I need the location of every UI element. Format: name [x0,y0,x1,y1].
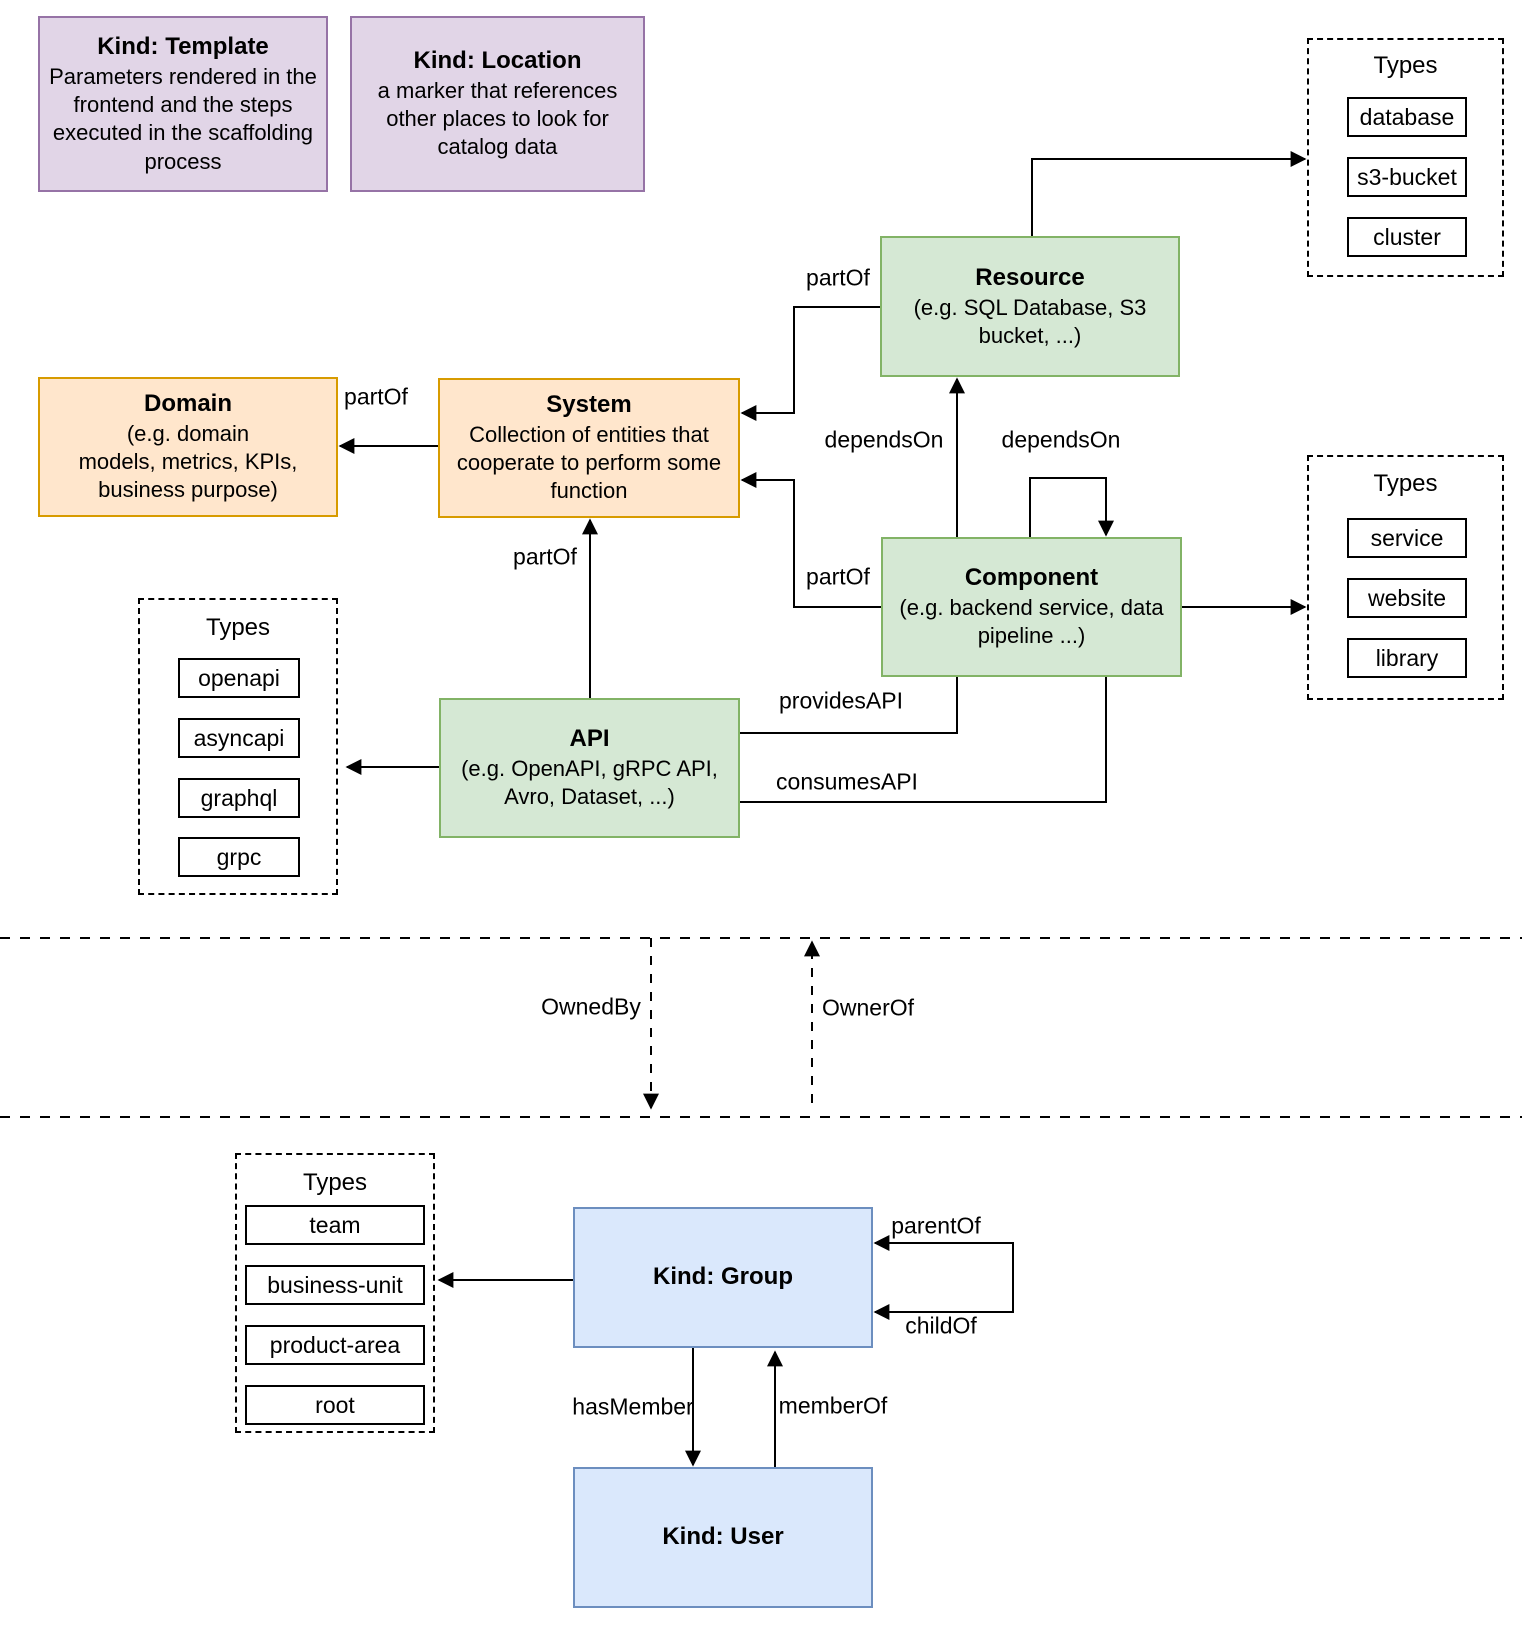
type-item-website: website [1347,578,1467,618]
node-user: Kind: User [573,1467,873,1608]
type-item-cluster: cluster [1347,217,1467,257]
edge-label-memberof: memberOf [778,1392,888,1419]
node-domain-title: Domain [143,390,232,418]
type-item-database: database [1347,97,1467,137]
edge-resource-partof-system [740,306,880,421]
types-panel-resource-title: Types [1373,52,1438,79]
node-system-title: System [546,391,632,419]
type-item-root: root [245,1385,425,1425]
edge-label-component-partof: partOf [806,563,870,590]
edge-label-dependson-resource: dependsOn [824,426,944,453]
node-api: API (e.g. OpenAPI, gRPC API, Avro, Datas… [439,698,740,838]
node-api-title: API [569,725,610,753]
type-item-service: service [1347,518,1467,558]
type-item-grpc: grpc [178,837,300,877]
node-resource: Resource (e.g. SQL Database, S3 bucket, … [880,236,1180,377]
edge-label-system-partof: partOf [344,383,408,410]
node-user-title: Kind: User [662,1523,784,1551]
edge-resource-to-types [1031,151,1307,236]
edge-label-childof: childOf [905,1312,977,1339]
node-system: System Collection of entities that coope… [438,378,740,518]
edge-label-parentof: parentOf [891,1212,981,1239]
type-item-library: library [1347,638,1467,678]
types-panel-api-title: Types [205,614,271,641]
edge-label-dependson-self: dependsOn [1001,426,1121,453]
node-component-desc: (e.g. backend service, data pipeline ...… [899,595,1164,649]
node-template: Kind: Template Parameters rendered in th… [38,16,328,192]
node-system-desc: Collection of entities that cooperate to… [456,422,722,504]
type-item-product-area: product-area [245,1325,425,1365]
edge-group-parentof-childof [873,1235,1014,1320]
node-group-title: Kind: Group [653,1263,793,1291]
node-domain-desc: (e.g. domain models, metrics, KPIs, busi… [78,421,298,503]
edge-label-providesapi: providesAPI [778,687,904,714]
type-item-s3-bucket: s3-bucket [1347,157,1467,197]
type-item-graphql: graphql [178,778,300,818]
node-domain: Domain (e.g. domain models, metrics, KPI… [38,377,338,517]
type-item-openapi: openapi [178,658,300,698]
edge-label-hasmember: hasMember [572,1393,694,1420]
type-item-business-unit: business-unit [245,1265,425,1305]
node-location-title: Kind: Location [413,47,582,75]
edge-label-ownerof: OwnerOf [821,994,915,1021]
edge-label-ownedby: OwnedBy [541,993,641,1020]
node-component-title: Component [964,564,1099,592]
edge-label-consumesapi: consumesAPI [776,768,918,795]
node-component: Component (e.g. backend service, data pi… [881,537,1182,677]
node-location-desc: a marker that references other places to… [377,78,618,160]
type-item-team: team [245,1205,425,1245]
node-resource-desc: (e.g. SQL Database, S3 bucket, ...) [913,294,1147,348]
node-group: Kind: Group [573,1207,873,1348]
node-api-desc: (e.g. OpenAPI, gRPC API, Avro, Dataset, … [461,756,718,810]
types-panel-component-title: Types [1373,470,1438,497]
types-panel-group-title: Types [302,1169,368,1196]
node-location: Kind: Location a marker that references … [350,16,645,192]
node-template-title: Kind: Template [97,33,269,61]
type-item-asyncapi: asyncapi [178,718,300,758]
node-resource-title: Resource [975,263,1085,291]
node-template-desc: Parameters rendered in the frontend and … [49,64,317,174]
edge-component-dependson-self [1029,477,1114,537]
edge-label-resource-partof: partOf [806,264,870,291]
edge-label-api-partof: partOf [513,543,577,570]
